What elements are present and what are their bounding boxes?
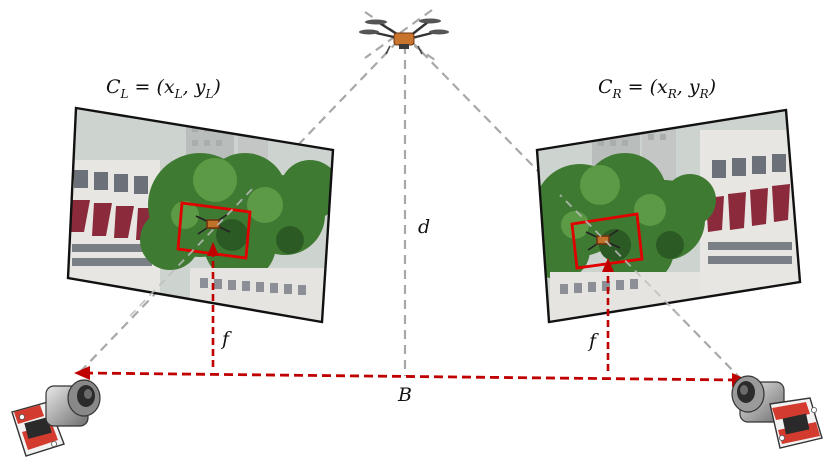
right-detection-box [570,212,644,270]
right-focal-arrowhead [602,258,614,272]
left-focal-arrowhead [207,242,219,256]
focal-arrows [211,250,610,372]
drone-icon [359,18,449,55]
left-image-plane [66,106,335,324]
distance-label: d [418,216,431,238]
left-image-drone [195,213,231,235]
baseline-label: B [398,384,412,406]
right-camera-icon [731,375,823,449]
focal-length-right-label: f [589,330,597,352]
right-camera-center-label: CR = (xR, yR) [598,76,717,101]
right-image-drone [585,229,621,251]
baseline-arrowhead-left [74,366,90,380]
baseline-line [83,371,739,382]
left-camera-center-label: CL = (xL, yL) [106,76,221,101]
right-sight-line [411,41,743,381]
right-image-plane [535,108,802,324]
focal-length-left-label: f [222,328,230,350]
drone-x-line-b [364,9,433,59]
left-detection-box [176,201,252,260]
left-camera-icon [11,379,101,457]
left-image-border [66,106,335,324]
right-image-border [535,108,802,324]
